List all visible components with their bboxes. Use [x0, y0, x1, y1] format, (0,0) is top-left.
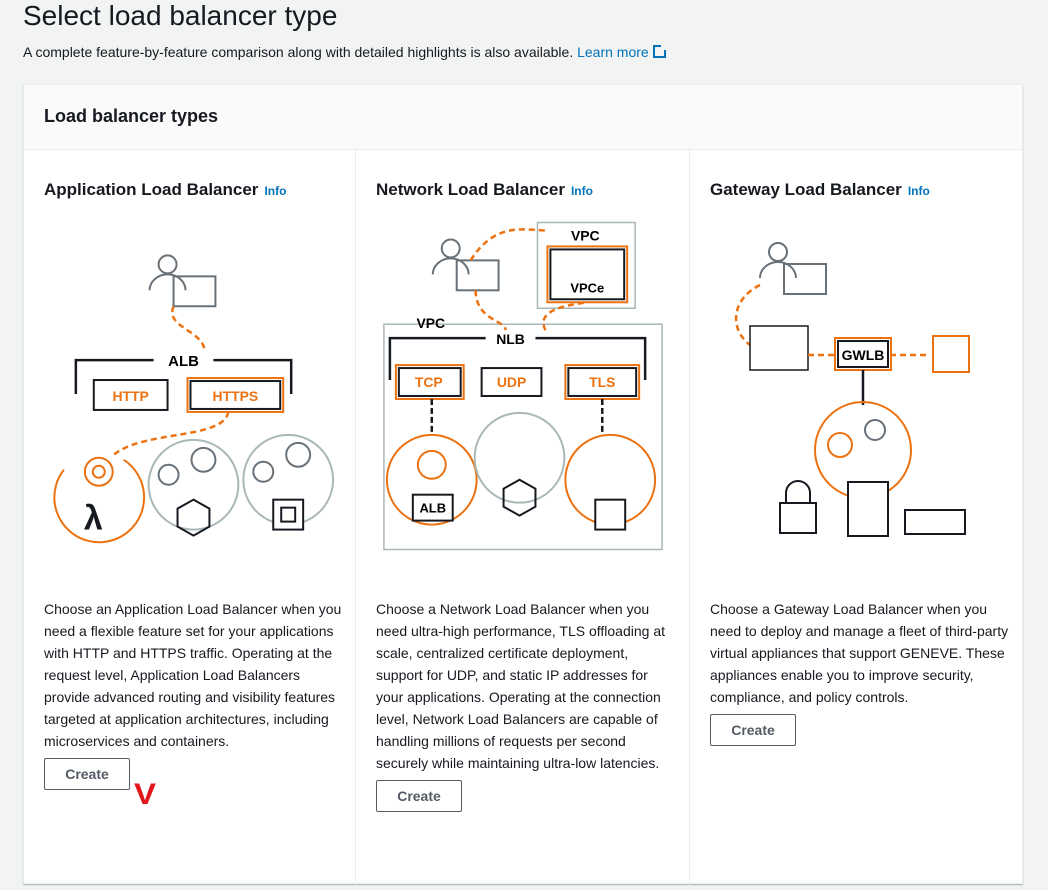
alb-create-button[interactable]: Create: [44, 758, 130, 790]
gwlb-title: Gateway Load Balancer Info: [710, 180, 930, 200]
alb-diagram: ALB HTTP HTTPS λ: [53, 254, 335, 544]
nlb-diagram: VPC VPCe VPC NLB TCP UDP TLS ALB: [383, 221, 663, 551]
alb-description: Choose an Application Load Balancer when…: [44, 598, 344, 790]
container-target-group: [147, 438, 240, 531]
vpc-top-label: VPC: [571, 227, 600, 243]
tls-label: TLS: [589, 374, 615, 390]
subtitle-text: A complete feature-by-feature comparison…: [23, 44, 574, 60]
nlb-info-link[interactable]: Info: [570, 184, 593, 198]
lambda-target-group: [53, 458, 146, 544]
nlb-description: Choose a Network Load Balancer when you …: [376, 598, 676, 812]
load-balancer-types-panel: Load balancer types Application Load Bal…: [23, 84, 1023, 890]
gwlb-create-button[interactable]: Create: [710, 714, 796, 746]
nlb-create-button[interactable]: Create: [376, 780, 462, 812]
learn-more-text: Learn more: [577, 44, 649, 60]
alb-description-text: Choose an Application Load Balancer when…: [44, 601, 342, 749]
panel-title: Load balancer types: [24, 85, 1022, 150]
alb-info-link[interactable]: Info: [264, 184, 287, 198]
nlb-label: NLB: [496, 331, 525, 347]
nlb-card: Network Load Balancer Info VPC VPCe VPC N…: [356, 150, 690, 890]
gwlb-diagram: GWLB: [734, 242, 970, 537]
lock-icon: [779, 502, 817, 534]
router-icon: [749, 325, 809, 371]
external-link-icon: [652, 44, 667, 58]
lambda-icon: λ: [84, 500, 103, 538]
alb-title: Application Load Balancer Info: [44, 180, 286, 200]
https-label: HTTPS: [213, 388, 259, 404]
gwlb-name: Gateway Load Balancer: [710, 180, 902, 199]
gwlb-info-link[interactable]: Info: [907, 184, 930, 198]
gwlb-label: GWLB: [842, 347, 885, 363]
chip-icon: [272, 498, 305, 531]
red-checkmark-annotation: V: [133, 778, 157, 811]
gwlb-description-text: Choose a Gateway Load Balancer when you …: [710, 601, 1009, 705]
http-label: HTTP: [112, 388, 148, 404]
container-icon: [176, 498, 211, 537]
appliance-chip-icon: [932, 335, 970, 373]
nlb-name: Network Load Balancer: [376, 180, 565, 199]
alb-label: ALB: [168, 353, 199, 370]
document-icon: [847, 481, 889, 537]
learn-more-link[interactable]: Learn more: [577, 44, 667, 60]
page-title: Select load balancer type: [23, 0, 338, 31]
firewall-icon: [904, 509, 966, 535]
nlb-description-text: Choose a Network Load Balancer when you …: [376, 601, 666, 771]
gwlb-description: Choose a Gateway Load Balancer when you …: [710, 598, 1010, 746]
tcp-label: TCP: [415, 374, 443, 390]
vpc-label: VPC: [416, 315, 445, 331]
alb-card: Application Load Balancer Info ALB HTTP H…: [24, 150, 356, 890]
page-subtitle: A complete feature-by-feature comparison…: [23, 44, 667, 60]
alb-target-label: ALB: [419, 501, 446, 516]
alb-name: Application Load Balancer: [44, 180, 259, 199]
udp-label: UDP: [497, 374, 526, 390]
gwlb-card: Gateway Load Balancer Info GWLB Choose a …: [690, 150, 1024, 890]
nlb-title: Network Load Balancer Info: [376, 180, 593, 200]
vpce-label: VPCe: [570, 280, 604, 295]
